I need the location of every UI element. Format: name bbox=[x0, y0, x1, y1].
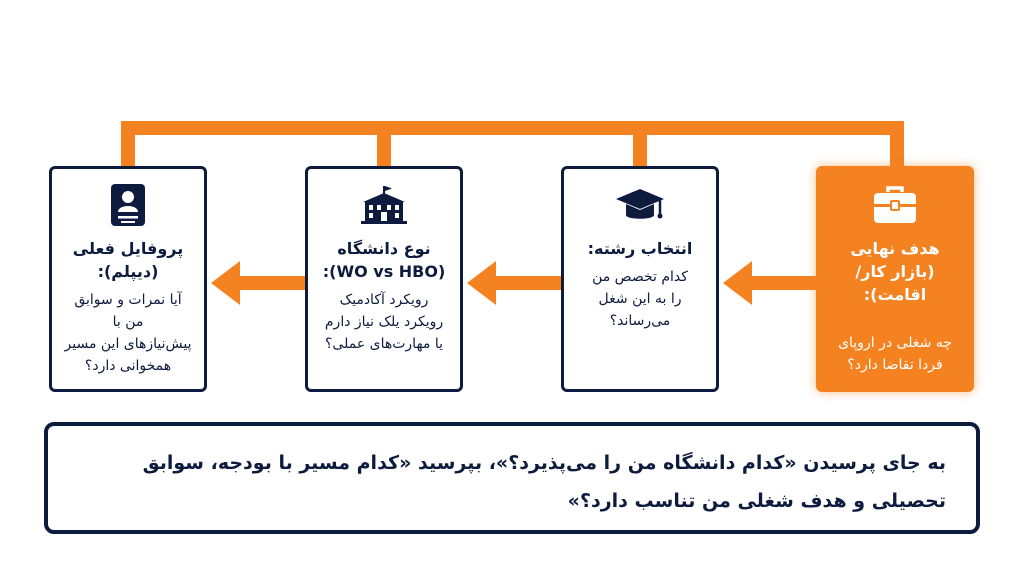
card-title: نوع دانشگاه (WO vs HBO): bbox=[322, 239, 446, 281]
card-current-profile: پروفایل فعلی (دیپلم): آیا نمرات و سوابق … bbox=[49, 166, 207, 392]
card-final-goal: هدف نهایی (بازار کار/اقامت): چه شغلی در … bbox=[816, 166, 974, 392]
card-description: آیا نمرات و سوابق من با پیش‌نیازهای این … bbox=[64, 292, 192, 374]
graduation-cap-icon bbox=[614, 183, 666, 227]
bottom-callout: به جای پرسیدن «کدام دانشگاه من را می‌پذی… bbox=[44, 422, 980, 534]
card-description: رویکرد آکادمیک رویکرد یلک نیاز دارم یا م… bbox=[324, 292, 444, 352]
card-major-selection: انتخاب رشته: کدام تخصص من را به این شغل … bbox=[561, 166, 719, 392]
card-title: انتخاب رشته: bbox=[587, 239, 693, 258]
card-description: چه شغلی در اروپای فردا تقاضا دارد؟ bbox=[838, 335, 952, 373]
arrow-university-to-profile bbox=[211, 261, 305, 305]
card-description: کدام تخصص من را به این شغل می‌رساند؟ bbox=[592, 269, 688, 329]
id-badge-icon bbox=[110, 183, 146, 227]
card-university-type: نوع دانشگاه (WO vs HBO): رویکرد آکادمیک … bbox=[305, 166, 463, 392]
card-title: پروفایل فعلی (دیپلم): bbox=[72, 239, 184, 281]
arrow-major-to-university bbox=[467, 261, 561, 305]
briefcase-icon bbox=[872, 183, 918, 227]
arrow-goal-to-major bbox=[723, 261, 816, 305]
top-feedback-connector bbox=[121, 121, 904, 168]
card-title: هدف نهایی (بازار کار/اقامت): bbox=[850, 239, 940, 304]
university-building-icon bbox=[359, 183, 409, 227]
bottom-callout-text: به جای پرسیدن «کدام دانشگاه من را می‌پذی… bbox=[142, 452, 946, 512]
